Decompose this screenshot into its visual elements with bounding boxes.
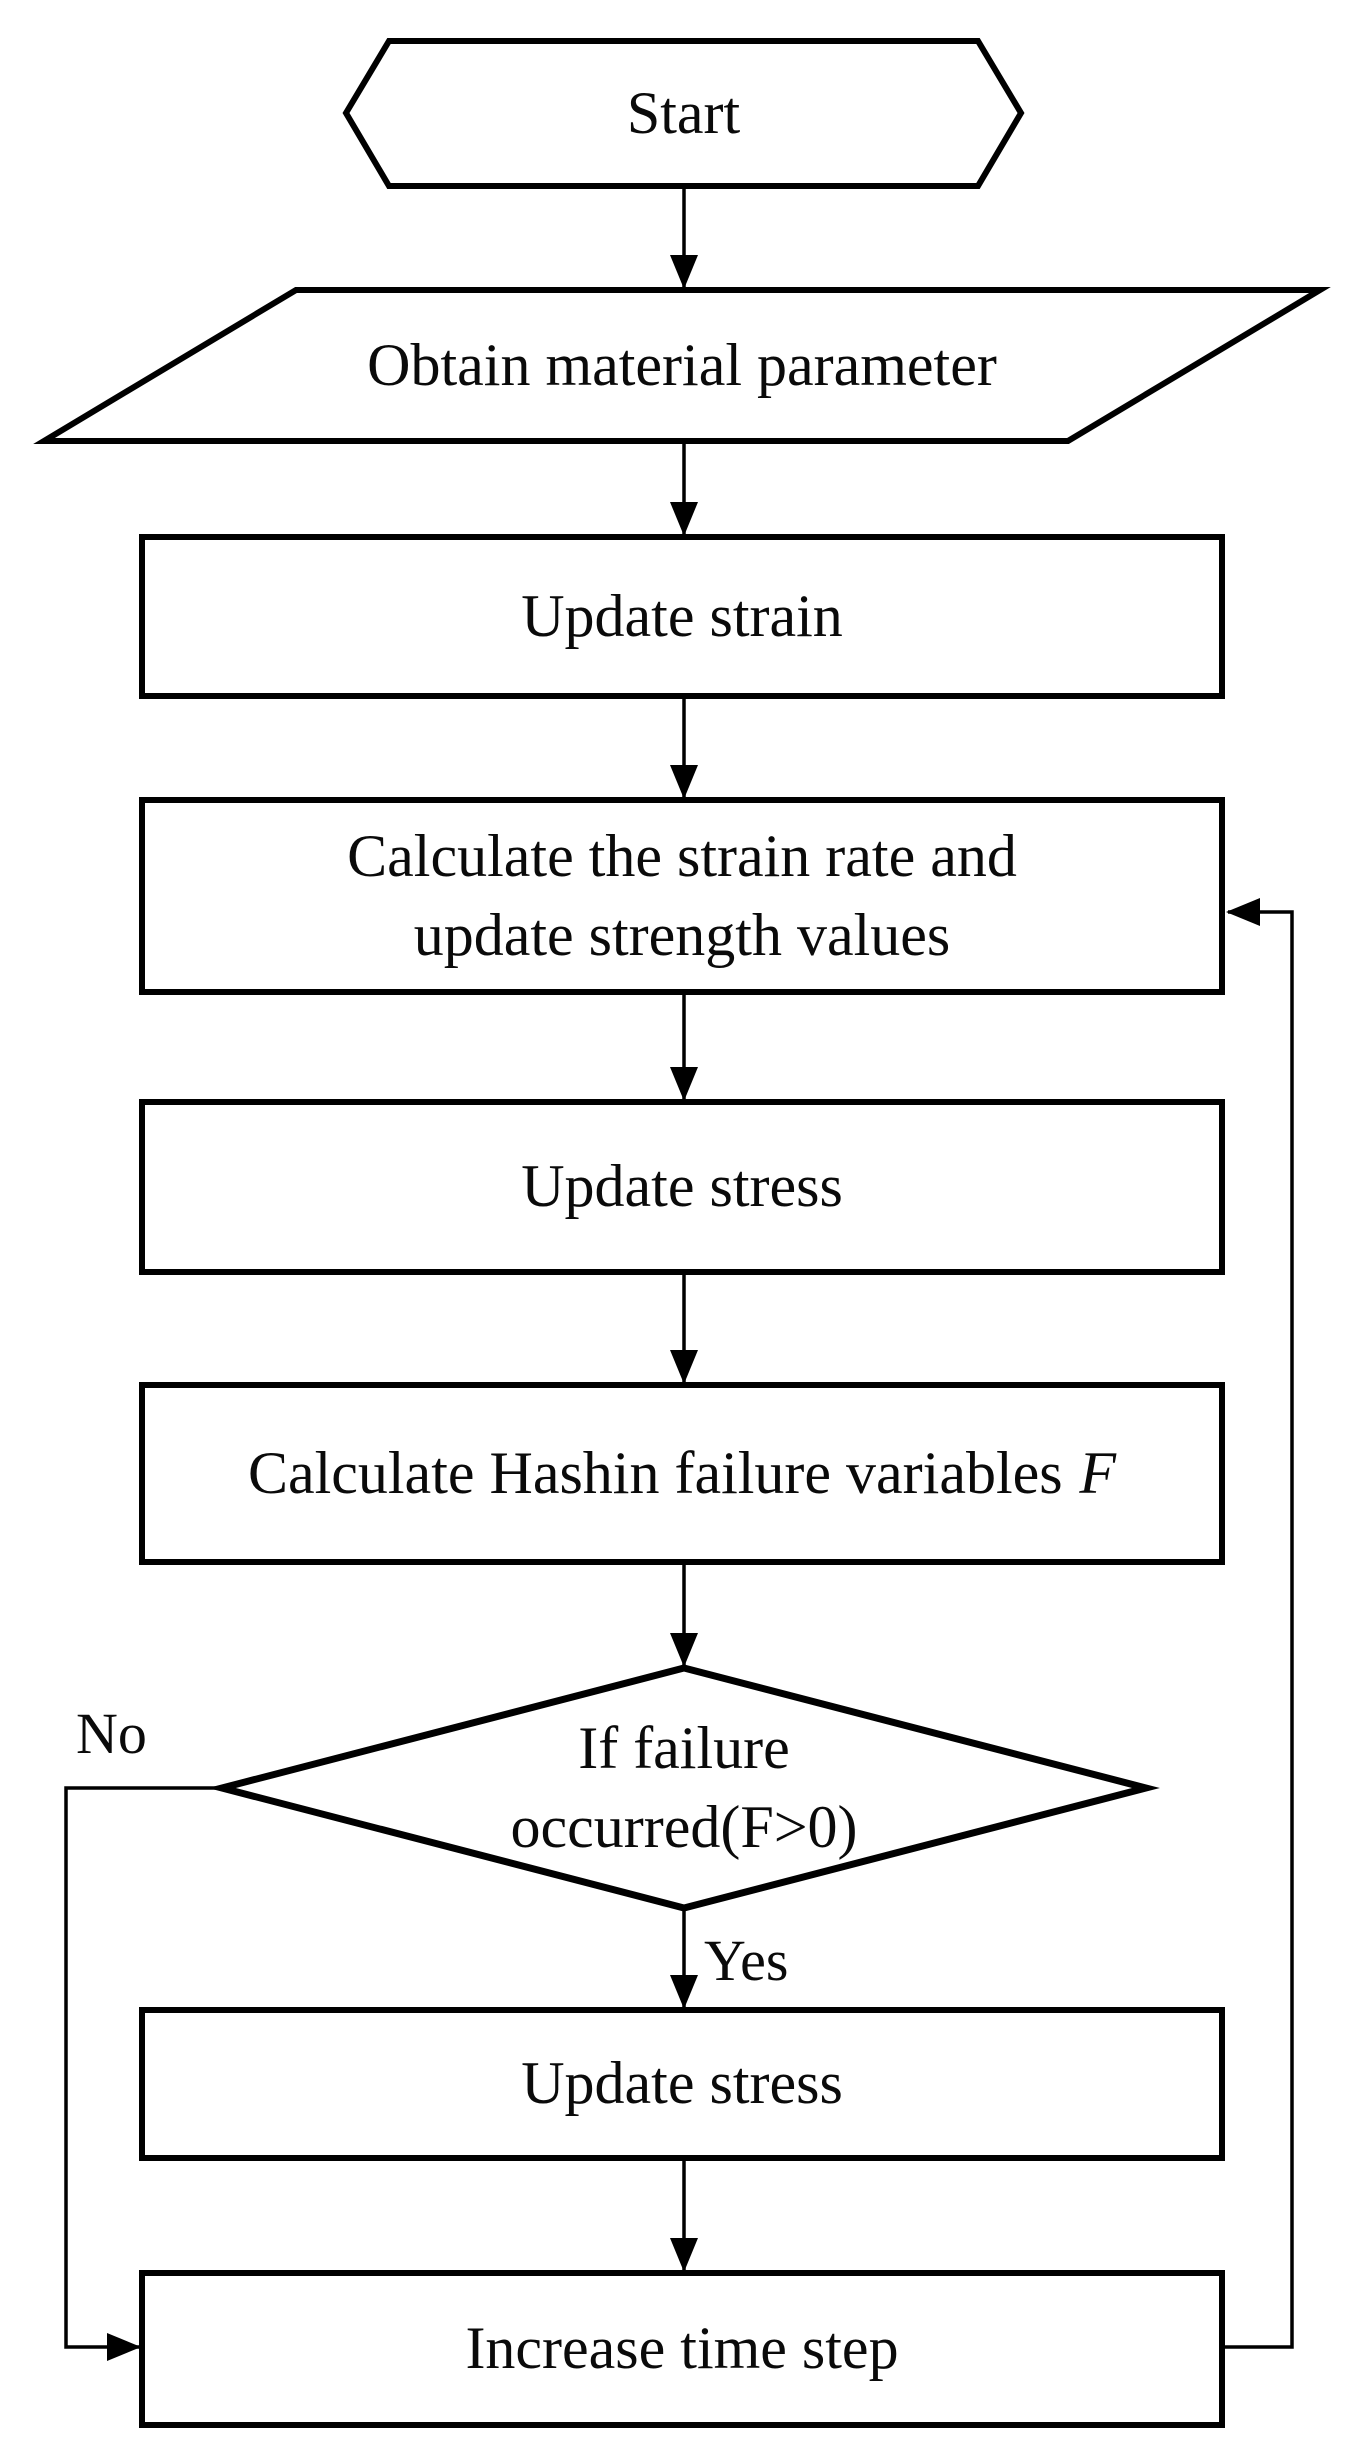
decision-diamond-shape [208,1664,1160,1912]
feedback-loop-line [1222,898,1294,2349]
process-update-stress-1-shape [139,1099,1225,1275]
start-terminator-shape [342,38,1025,189]
io-parallelogram-shape [33,287,1331,444]
process-update-strain-shape [139,534,1225,699]
process-update-stress-2-shape [139,2007,1225,2161]
process-calc-rate-shape [139,797,1225,995]
process-increase-step-shape [139,2270,1225,2428]
process-calc-hashin-shape [139,1382,1225,1565]
no-branch-line [64,1786,222,2361]
